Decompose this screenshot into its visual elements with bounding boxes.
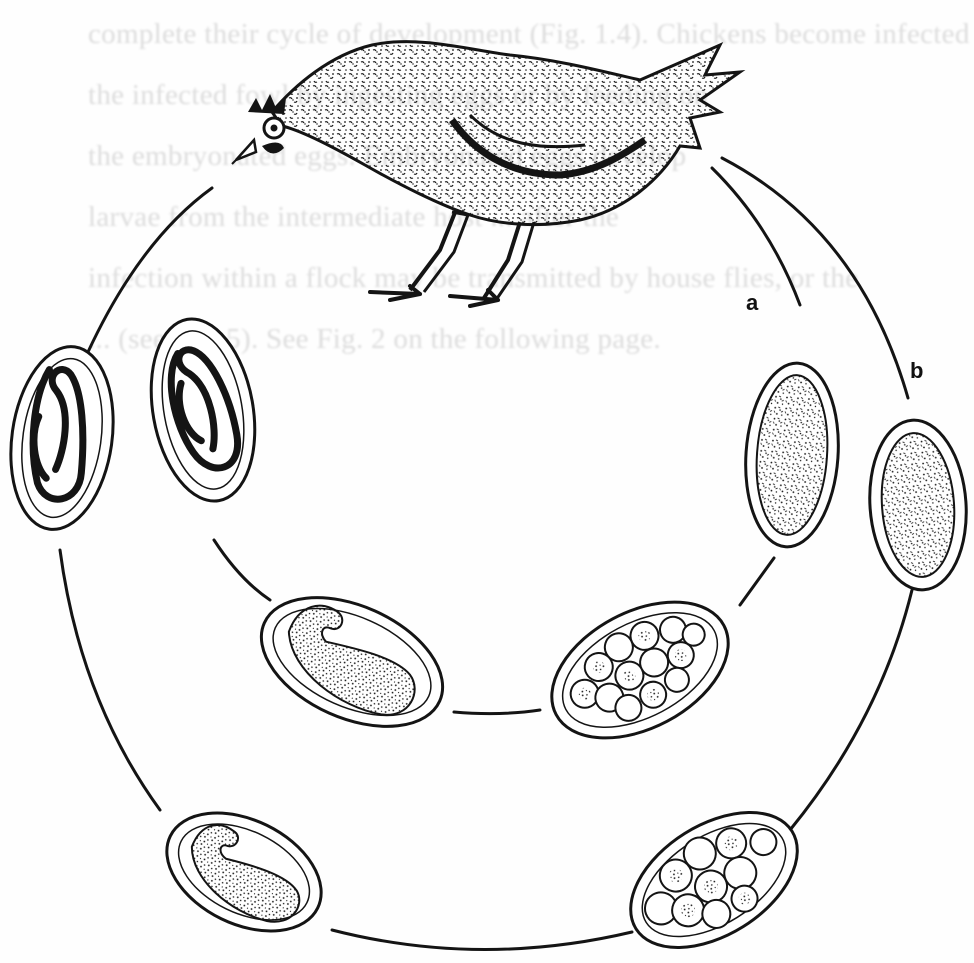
- hen-wattle: [262, 142, 284, 153]
- hen-foot-right: [450, 290, 498, 306]
- egg-larva-inner: [138, 311, 268, 510]
- hen-body: [272, 42, 740, 225]
- hen-illustration: [232, 42, 740, 306]
- arc-outer-right: [790, 590, 912, 830]
- hen-beak: [236, 140, 256, 160]
- egg-cleavage-outer: [607, 785, 821, 963]
- arc-hen-to-egg-b: [722, 158, 908, 398]
- egg-tadpole-outer: [148, 789, 341, 954]
- arc-inner-bottom: [454, 710, 540, 714]
- egg-larva-outer: [0, 340, 124, 536]
- hen-comb: [248, 94, 286, 114]
- label-b: b: [910, 358, 923, 383]
- egg-tadpole-inner: [242, 572, 463, 752]
- hen-foot-left: [370, 286, 420, 300]
- hen-beak-line: [232, 158, 238, 164]
- arc-outer-left-lower: [60, 550, 160, 810]
- arc-inner-left: [214, 540, 270, 600]
- egg-cleavage-inner: [529, 574, 751, 766]
- arc-inner-right: [740, 558, 774, 605]
- egg-stage-b: [864, 417, 972, 593]
- hen-leg-right: [484, 222, 520, 298]
- egg-stage-a: [740, 360, 845, 550]
- arc-outer-bottom: [332, 930, 632, 950]
- arc-hen-to-egg-a: [712, 168, 800, 305]
- label-a: a: [746, 290, 759, 315]
